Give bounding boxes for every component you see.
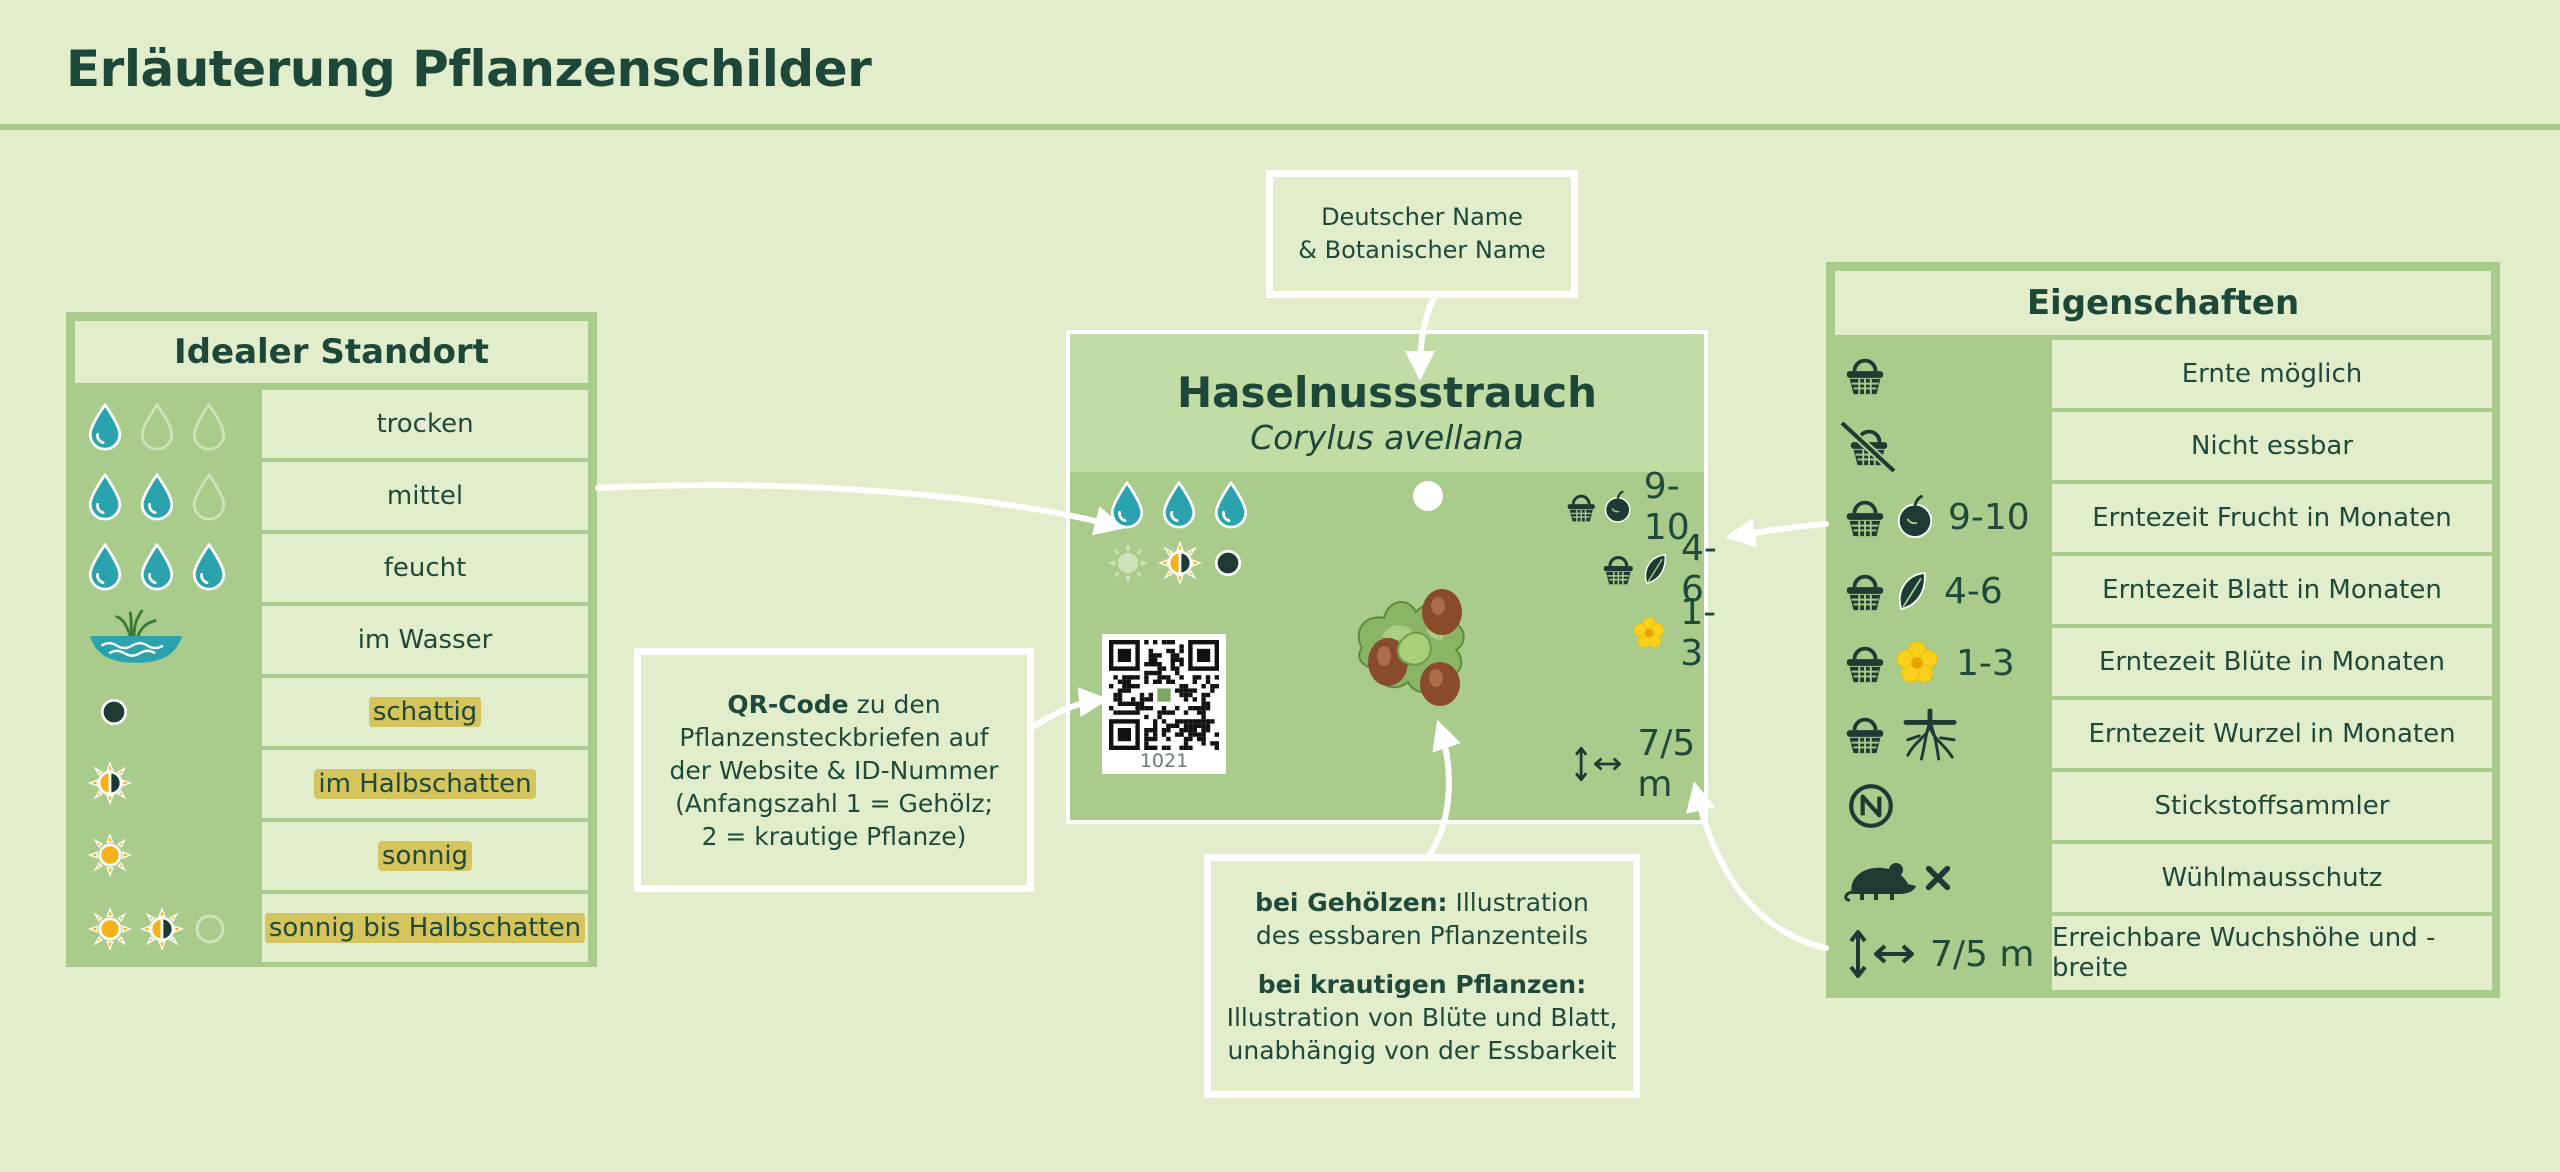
eigenschaft-row-stickstoff: Stickstoffsammler	[2052, 772, 2492, 840]
standort-row-feucht: feucht	[262, 534, 588, 602]
flower-months-text: 1-3	[1956, 642, 2015, 684]
standort-row-sonnig-halbschatten: sonnig bis Halbschatten	[262, 894, 588, 962]
standort-label: im Wasser	[357, 625, 493, 655]
sign-flower-months: 1-3	[1680, 592, 1717, 674]
eigenschaft-label: Erntezeit Wurzel in Monaten	[2088, 719, 2456, 749]
callout-qr-line2: Pflanzensteckbriefen auf	[679, 722, 989, 752]
standort-label: schattig	[368, 697, 482, 727]
eigenschaft-row-wuehlmaus: Wühlmausschutz	[2052, 844, 2492, 912]
not-edible-icon	[1839, 420, 1897, 474]
eigenschaft-row-blatt: Erntezeit Blatt in Monaten	[2052, 556, 2492, 624]
standort-icons-sonnig-halbschatten	[88, 906, 228, 952]
eigenschaft-icons-frucht: 9-10	[1842, 490, 2030, 544]
arrow-size-to-sign	[1686, 781, 1829, 951]
callout-illu-line4: Illustration von Blüte und Blatt,	[1226, 1002, 1618, 1032]
sign-header: Haselnussstrauch Corylus avellana	[1070, 334, 1704, 472]
eigenschaft-icons-blatt: 4-6	[1842, 564, 2003, 618]
page-header: Erläuterung Pflanzenschilder	[0, 0, 2560, 130]
standort-title: Idealer Standort	[75, 321, 588, 383]
standort-label: sonnig	[377, 841, 473, 871]
callout-illu-rest1: Illustration	[1447, 887, 1589, 917]
callout-qr-line4: (Anfangszahl 1 = Gehölz;	[675, 788, 993, 818]
standort-label: trocken	[376, 409, 474, 439]
eigenschaft-label: Erntezeit Blüte in Monaten	[2098, 647, 2446, 677]
eigenschaften-title: Eigenschaften	[1835, 271, 2491, 335]
standort-row-sonnig: sonnig	[262, 822, 588, 890]
eigenschaft-icons-nicht-essbar	[1838, 416, 1898, 476]
eigenschaft-row-bluete: Erntezeit Blüte in Monaten	[2052, 628, 2492, 696]
sign-leaf-harvest: 4-6	[1600, 528, 1730, 610]
callout-illu-line2: des essbaren Pflanzenteils	[1255, 920, 1589, 950]
eigenschaft-label: Nicht essbar	[2190, 431, 2354, 461]
standort-label: feucht	[383, 553, 467, 583]
callout-qr-line1: QR-Code zu den	[727, 688, 940, 721]
sign-flower-harvest: 1-3	[1632, 592, 1726, 674]
qr-code-box[interactable]: 1021	[1102, 634, 1226, 774]
callout-name-line2: & Botanischer Name	[1298, 236, 1546, 264]
sign-fruit-harvest: 9-10	[1564, 466, 1708, 548]
leaf-months-text: 4-6	[1944, 570, 2003, 612]
callout-illu-line1: bei Gehölzen: Illustration	[1255, 886, 1589, 919]
fruit-months-text: 9-10	[1948, 496, 2030, 538]
callout-illu-line5: unabhängig von der Essbarkeit	[1227, 1035, 1617, 1065]
arrow-name-to-sign	[1405, 295, 1437, 381]
qr-id-number: 1021	[1139, 750, 1189, 772]
callout-name-line1: Deutscher Name	[1321, 203, 1523, 231]
eigenschaft-label: Erntezeit Frucht in Monaten	[2092, 503, 2452, 533]
callout-qr: QR-Code zu den Pflanzensteckbriefen auf …	[634, 648, 1034, 892]
standort-row-trocken: trocken	[262, 390, 588, 458]
size-text: 7/5 m	[1930, 933, 2035, 975]
standort-label: mittel	[386, 481, 464, 511]
eigenschaft-label: Ernte möglich	[2181, 359, 2363, 389]
eigenschaft-row-wurzel: Erntezeit Wurzel in Monaten	[2052, 700, 2492, 768]
eigenschaft-row-nicht-essbar: Nicht essbar	[2052, 412, 2492, 480]
callout-illu-bold1: bei Gehölzen:	[1255, 887, 1448, 917]
qr-code-icon	[1109, 640, 1219, 750]
hole-icon	[1413, 481, 1443, 511]
standort-label: sonnig bis Halbschatten	[264, 913, 586, 943]
callout-qr-rest: zu den	[848, 689, 941, 719]
callout-illustration: bei Gehölzen: Illustration des essbaren …	[1204, 854, 1640, 1098]
callout-qr-line3: der Website & ID-Nummer	[669, 755, 999, 785]
plant-sign: Haselnussstrauch Corylus avellana 9-10 4…	[1066, 330, 1717, 824]
shade-empty-icon	[195, 914, 225, 944]
sign-size-text: 7/5 m	[1637, 723, 1696, 805]
sign-leaf-months: 4-6	[1680, 528, 1717, 610]
eigenschaft-icons-bluete: 1-3	[1842, 636, 2015, 690]
eigenschaft-label: Wühlmausschutz	[2161, 863, 2383, 893]
standort-label: im Halbschatten	[314, 769, 536, 799]
arrow-eigenschaften-to-sign	[1725, 517, 1829, 548]
callout-qr-line5: 2 = krautige Pflanze)	[701, 821, 967, 851]
eigenschaft-row-wuchs: Erreichbare Wuchshöhe und -breite	[2052, 916, 2492, 990]
callout-illu-line3: bei krautigen Pflanzen:	[1258, 968, 1586, 1001]
sign-botanical-name: Corylus avellana	[1250, 418, 1524, 457]
page-title: Erläuterung Pflanzenschilder	[66, 40, 872, 98]
arrow-illustration-to-sign	[1427, 719, 1461, 857]
standort-row-wasser: im Wasser	[262, 606, 588, 674]
callout-illu-bold3: bei krautigen Pflanzen:	[1257, 969, 1587, 999]
arrow-qr-to-sign	[1031, 687, 1109, 729]
sign-german-name: Haselnussstrauch	[1177, 368, 1597, 417]
sign-size: 7/5 m	[1574, 723, 1712, 805]
eigenschaft-label: Stickstoffsammler	[2154, 791, 2390, 821]
standort-row-schattig: schattig	[262, 678, 588, 746]
eigenschaft-row-frucht: Erntezeit Frucht in Monaten	[2052, 484, 2492, 552]
eigenschaft-row-ernte: Ernte möglich	[2052, 340, 2492, 408]
sign-fruit-months: 9-10	[1643, 466, 1690, 548]
eigenschaft-label: Erntezeit Blatt in Monaten	[2102, 575, 2442, 605]
arrow-standort-to-sign	[595, 482, 1125, 536]
callout-qr-bold: QR-Code	[727, 689, 849, 719]
standort-row-mittel: mittel	[262, 462, 588, 530]
callout-name: Deutscher Name & Botanischer Name	[1266, 170, 1578, 298]
hazelnut-illustration	[1357, 589, 1465, 706]
eigenschaft-icons-wuchs: 7/5 m	[1848, 926, 2034, 982]
standort-row-halbschatten: im Halbschatten	[262, 750, 588, 818]
eigenschaft-label: Erreichbare Wuchshöhe und -breite	[2052, 923, 2436, 983]
